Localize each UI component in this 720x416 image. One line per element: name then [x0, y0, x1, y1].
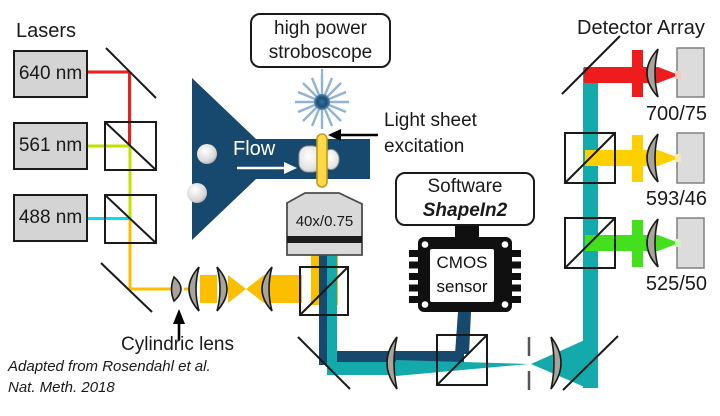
- filter-label-700: 700/75: [645, 103, 707, 125]
- software-name: ShapeIn2: [422, 200, 508, 221]
- light-sheet-label-line2: excitation: [384, 136, 465, 157]
- objective-label: 40x/0.75: [295, 213, 354, 230]
- lasers-title: Lasers: [16, 20, 77, 42]
- lens-icon: [216, 266, 228, 312]
- light-sheet-label: Light sheet excitation: [384, 108, 477, 160]
- laser-box-561: 561 nm: [13, 122, 88, 170]
- lens-icon: [646, 133, 659, 183]
- light-sheet-arrow-icon: [328, 129, 378, 141]
- mirror-icon: [561, 35, 621, 95]
- stroboscope-label-line2: stroboscope: [268, 41, 373, 63]
- filter-label-525: 525/50: [645, 273, 707, 295]
- stroboscope-callout: high power stroboscope: [250, 13, 391, 68]
- beamsplitter-cube-icon: [564, 217, 616, 269]
- detector-boxes: [676, 47, 705, 269]
- cylindric-lens-arrow-icon: [173, 309, 185, 340]
- cmos-label: CMOS sensor: [430, 251, 494, 299]
- focus-glow: [675, 71, 681, 79]
- bandpass-filter-525: [632, 220, 643, 267]
- credit-line1: Adapted from Rosendahl et al.: [8, 358, 211, 375]
- mirror-icon: [105, 47, 157, 99]
- filter-label-593: 593/46: [645, 188, 707, 210]
- focus-glow: [675, 154, 681, 162]
- flow-arrow-icon: [237, 162, 297, 174]
- credit-line2: Nat. Meth. 2018: [8, 379, 115, 396]
- software-callout: Software ShapeIn2: [395, 172, 535, 226]
- software-label: Software: [427, 176, 503, 197]
- light-sheet-label-line1: Light sheet: [384, 110, 477, 131]
- laser-beam-561: [88, 144, 132, 219]
- laser-label-561: 561 nm: [18, 135, 83, 156]
- flow-channel: [192, 78, 370, 240]
- cylindric-lens-icon: [170, 275, 182, 303]
- beamsplitter-cube-icon: [104, 194, 157, 244]
- lenses: [170, 48, 659, 390]
- lens-icon: [646, 218, 659, 268]
- laser-label-488: 488 nm: [18, 207, 83, 228]
- laser-beam-488: [88, 217, 130, 220]
- focus-glow: [675, 239, 681, 247]
- mirrors: [100, 35, 621, 391]
- bandpass-filter-700: [632, 50, 643, 97]
- lens-icon: [386, 336, 398, 390]
- cmos-label-line2: sensor: [436, 277, 488, 296]
- lens-icon: [188, 266, 200, 312]
- stroboscope-core-icon: [314, 94, 330, 110]
- stroboscope-label-line1: high power: [274, 17, 367, 39]
- lens-icon: [261, 266, 273, 312]
- cell-sphere-icon: [187, 183, 207, 203]
- laser-beam-640: [88, 70, 131, 147]
- laser-label-640: 640 nm: [18, 63, 83, 84]
- detector-box: [676, 217, 705, 269]
- beamsplitter-cube-icon: [564, 132, 616, 184]
- mirror-icon: [100, 262, 153, 313]
- lens-icon: [550, 336, 562, 390]
- emission-beam-red: [584, 67, 679, 83]
- detector-box: [676, 47, 705, 98]
- laser-box-488: 488 nm: [13, 194, 88, 242]
- objective-icon: [286, 192, 363, 256]
- cmos-label-line1: CMOS: [436, 253, 488, 272]
- credit-note: Adapted from Rosendahl et al. Nat. Meth.…: [8, 356, 211, 398]
- mirror-icon: [297, 336, 351, 390]
- cylindric-lens-label: Cylindric lens: [121, 334, 234, 355]
- cmos-chip-icon: [409, 226, 521, 312]
- laser-box-640: 640 nm: [13, 50, 88, 98]
- beamsplitter-cube-icon: [104, 121, 157, 171]
- beamsplitter-cube-icon: [299, 266, 349, 316]
- detector-array-title: Detector Array: [577, 17, 705, 39]
- light-sheet-beam: [316, 133, 328, 188]
- detector-box: [676, 132, 705, 184]
- beamsplitter-cubes: [104, 121, 616, 386]
- lens-icon: [646, 48, 659, 98]
- flow-label: Flow: [233, 138, 276, 160]
- mirror-icon: [562, 335, 619, 391]
- cell-sphere-icon: [197, 144, 217, 164]
- beamsplitter-cube-icon: [436, 334, 488, 386]
- bandpass-filter-593: [632, 135, 643, 182]
